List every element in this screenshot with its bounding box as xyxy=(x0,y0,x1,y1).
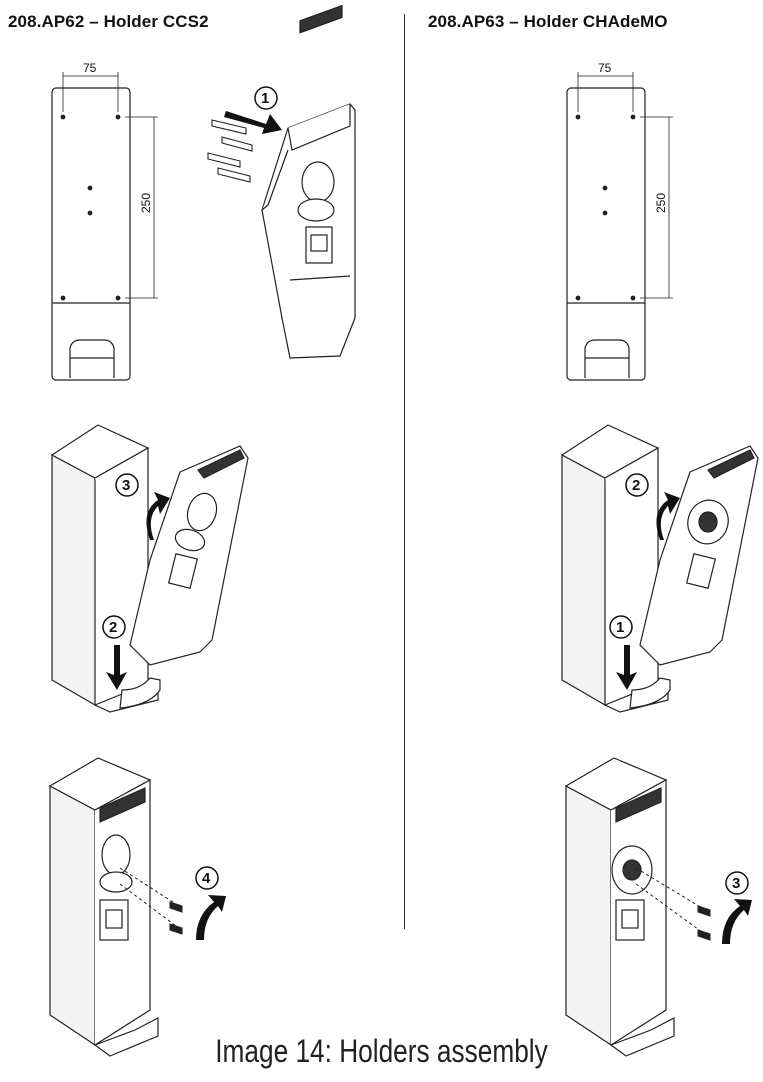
ccs2-housing-insert xyxy=(50,424,161,713)
chademo-fixing-screws xyxy=(635,867,711,941)
ccs2-holder-title: 208.AP62 – Holder CCS2 xyxy=(8,12,209,31)
ccs2-back-plate xyxy=(51,87,131,381)
chademo-back-plate xyxy=(566,87,646,381)
chademo-holder-tilted xyxy=(639,445,759,666)
chademo-holder-title: 208.AP63 – Holder CHAdeMO xyxy=(428,12,668,31)
step-2-number: 2 xyxy=(109,619,117,636)
figure-caption: Image 14: Holders assembly xyxy=(215,1033,548,1069)
chademo-height-dimension: 250 xyxy=(654,193,668,213)
step-1-arrow xyxy=(224,111,282,134)
ccs2-width-dimension: 75 xyxy=(83,61,97,75)
chademo-step-3-badge xyxy=(725,871,749,895)
step-3-number: 3 xyxy=(122,477,130,494)
ccs2-holder-tilted xyxy=(129,445,249,666)
chademo-step-1-badge xyxy=(609,615,633,639)
column-divider xyxy=(404,14,405,929)
chademo-step-1-number: 1 xyxy=(616,619,624,636)
step-3-arrow xyxy=(146,492,170,540)
ccs2-holder-exploded xyxy=(261,4,356,359)
step-1-badge xyxy=(254,86,278,110)
step-3-badge xyxy=(115,473,139,497)
ccs2-fixing-screws xyxy=(119,867,183,935)
step-1-number: 1 xyxy=(261,90,269,107)
ccs2-dimension-lines xyxy=(62,72,158,299)
step-4-arrow xyxy=(196,895,226,940)
step-4-badge xyxy=(195,866,219,890)
step-2-badge xyxy=(102,615,126,639)
chademo-dimension-lines xyxy=(577,72,673,299)
chademo-step-3-arrow xyxy=(722,899,752,944)
chademo-step-2-arrow xyxy=(656,492,680,540)
chademo-assembled-holder xyxy=(564,757,675,1057)
chademo-step-2-badge xyxy=(625,473,649,497)
ccs2-screws xyxy=(207,119,253,183)
ccs2-assembled-holder xyxy=(48,757,159,1057)
step-2-arrow xyxy=(106,645,127,690)
ccs2-height-dimension: 250 xyxy=(139,193,153,213)
chademo-housing-insert xyxy=(560,424,671,713)
step-4-number: 4 xyxy=(202,870,211,887)
chademo-step-3-number: 3 xyxy=(732,875,740,892)
chademo-step-2-number: 2 xyxy=(632,477,640,494)
chademo-width-dimension: 75 xyxy=(598,61,612,75)
chademo-step-1-arrow xyxy=(616,645,637,690)
